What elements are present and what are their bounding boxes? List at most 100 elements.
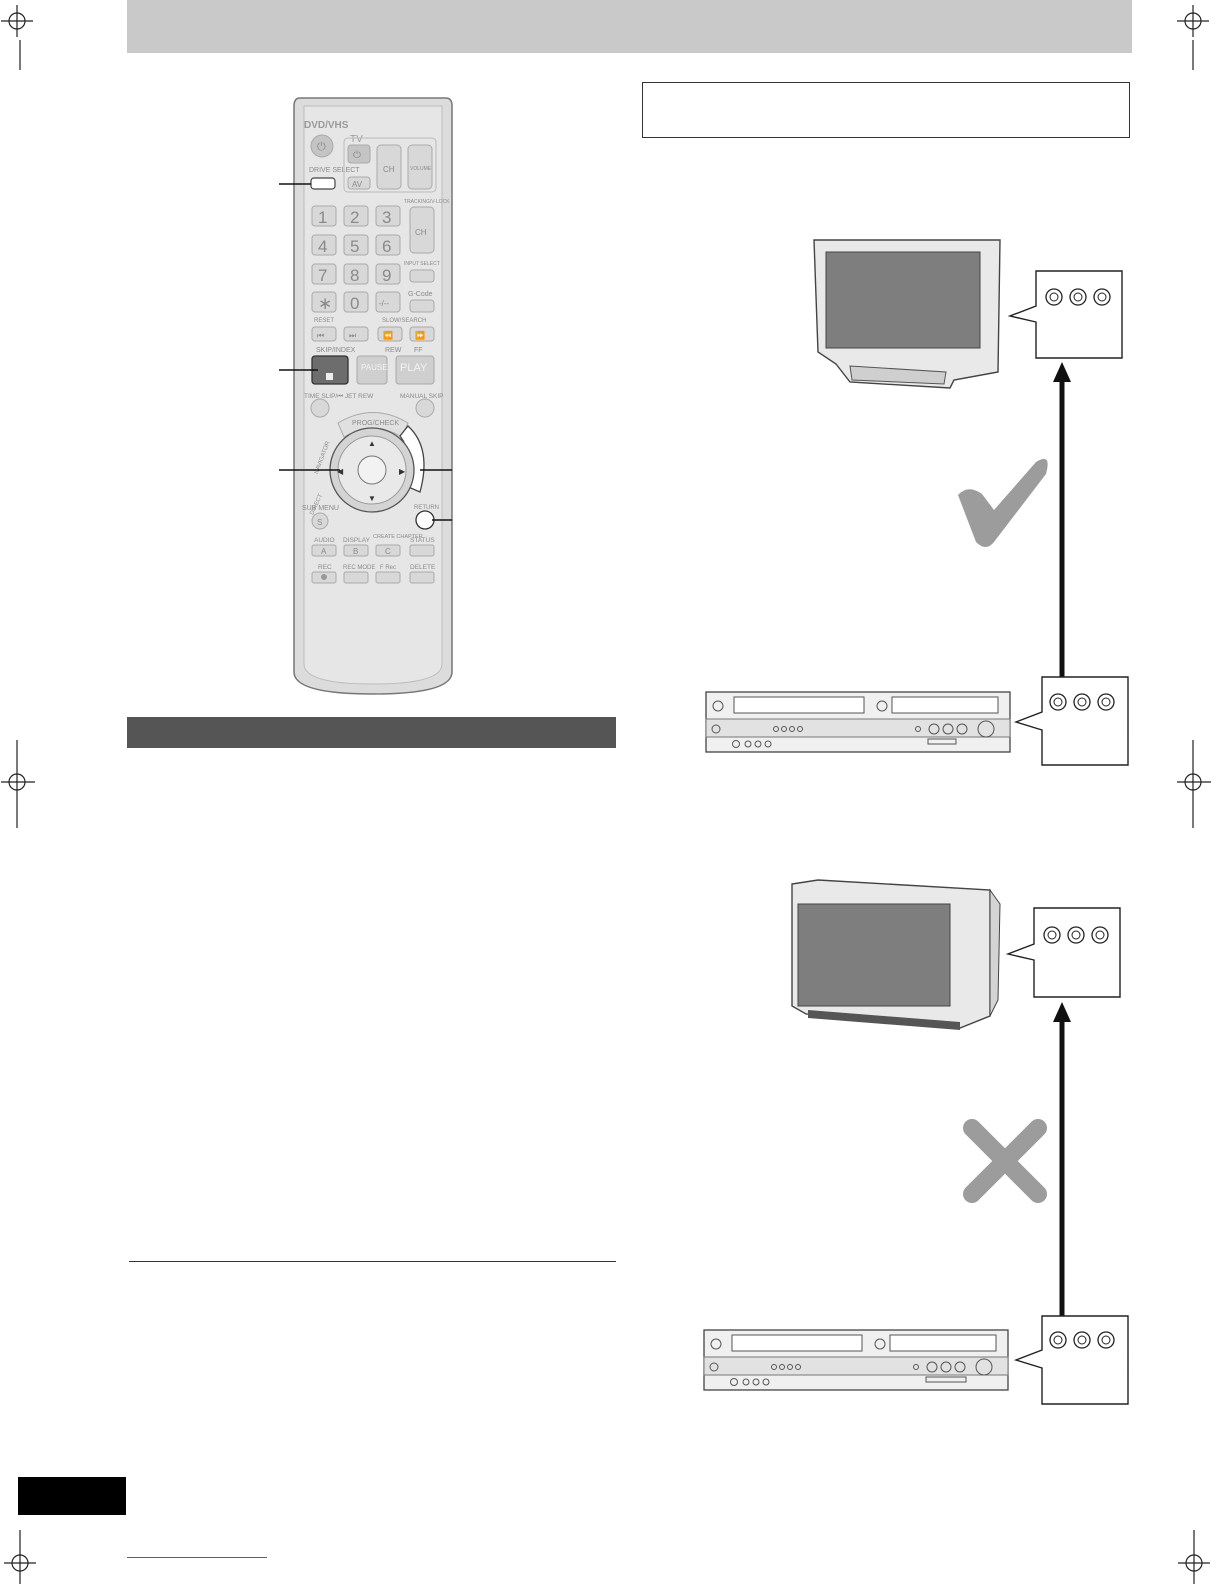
note-divider [129, 1261, 616, 1262]
info-box [642, 82, 1130, 138]
power-icon: ⏻ [317, 141, 326, 153]
registration-mark-bottom-left [4, 1530, 36, 1584]
dash-button[interactable] [375, 291, 401, 313]
digit-8-button[interactable] [343, 263, 369, 285]
connection-arrow-top [1053, 362, 1071, 677]
enter-button[interactable] [357, 455, 387, 485]
registration-mark-bottom-right [1178, 1530, 1210, 1584]
slow-search-label: SLOW/SEARCH [382, 318, 426, 324]
rewind-button[interactable] [377, 326, 403, 342]
skip-back-icon: ⏮ [317, 331, 324, 340]
rec-dot-icon [321, 574, 327, 580]
pause-button[interactable] [356, 355, 388, 385]
dash-label: -/-- [379, 299, 390, 308]
asterisk-button[interactable] [311, 291, 337, 313]
digit-3-button[interactable] [375, 205, 401, 227]
digit-4-label: 4 [318, 237, 327, 256]
power-button[interactable] [310, 134, 334, 158]
volume-label: VOLUME [410, 166, 432, 172]
gcode-button[interactable] [409, 299, 435, 313]
left-arrow-icon: ◀ [337, 467, 344, 476]
digit-0-label: 0 [350, 294, 359, 313]
digit-2-label: 2 [350, 208, 359, 227]
registration-mark-mid-left [1, 740, 35, 828]
display-button[interactable] [343, 544, 369, 557]
stop-icon [326, 373, 333, 380]
digit-0-button[interactable] [343, 291, 369, 313]
input-select-button[interactable] [409, 269, 435, 283]
flat-panel-tv [813, 239, 1001, 389]
f-rec-button[interactable] [375, 571, 401, 584]
check-mark-icon [958, 458, 1048, 547]
tv-power-button[interactable] [347, 144, 371, 164]
create-chapter-button[interactable] [375, 544, 401, 557]
dvd-vhs-recorder-bottom [703, 1329, 1009, 1391]
recorder-output-callout-top [1013, 676, 1129, 766]
digit-7-button[interactable] [311, 263, 337, 285]
drive-select-button[interactable] [310, 177, 336, 190]
asterisk-label: ∗ [318, 294, 332, 313]
digit-1-button[interactable] [311, 205, 337, 227]
digit-2-button[interactable] [343, 205, 369, 227]
rec-mode-button[interactable] [343, 571, 369, 584]
manual-skip-button[interactable] [415, 398, 435, 418]
right-arrow-icon: ▶ [399, 467, 406, 476]
tv-input-callout-bottom [1005, 907, 1121, 998]
channel-rocker[interactable] [409, 206, 435, 254]
recorder-output-callout-bottom [1013, 1315, 1129, 1405]
digit-5-button[interactable] [343, 234, 369, 256]
delete-button[interactable] [409, 571, 435, 584]
rec-mode-label: REC MODE [343, 565, 375, 571]
sub-menu-button[interactable] [311, 512, 329, 530]
audio-label: AUDIO [314, 537, 335, 544]
f-rec-label: F Rec [380, 565, 396, 571]
dvd-vhs-recorder-top [705, 691, 1011, 753]
digit-9-button[interactable] [375, 263, 401, 285]
tv-channel-rocker[interactable] [376, 144, 402, 190]
av-label: AV [352, 180, 363, 189]
skip-forward-button[interactable] [343, 326, 369, 342]
tv-ch-label: CH [383, 165, 395, 174]
up-arrow-icon: ▲ [368, 439, 376, 448]
manual-skip-label: MANUAL SKIP [400, 393, 443, 400]
cross-mark-icon [963, 1119, 1047, 1203]
digit-8-label: 8 [350, 266, 359, 285]
rewind-icon: ⏪ [383, 330, 393, 340]
time-slip-label: TIME SLIP/⏮ JET REW [304, 393, 374, 400]
tracking-label: TRACKING/V-LOCK [404, 199, 450, 205]
page-header-band [127, 0, 1132, 53]
ff-label: FF [414, 347, 423, 354]
volume-rocker[interactable] [407, 144, 433, 190]
delete-label: DELETE [410, 564, 436, 571]
tv-power-icon: ⏻ [353, 150, 361, 161]
down-arrow-icon: ▼ [368, 494, 376, 503]
fast-forward-button[interactable] [409, 326, 435, 342]
create-chapter-key-label: C [385, 547, 391, 556]
registration-mark-top-left [1, 5, 33, 70]
remote-control: DVD/VHS ⏻ DRIVE SELECT TV ⏻ AV CH VOLUME… [279, 97, 453, 695]
status-button[interactable] [409, 544, 435, 557]
digit-4-button[interactable] [311, 234, 337, 256]
play-button[interactable] [395, 355, 435, 385]
play-label: PLAY [400, 362, 428, 374]
digit-7-label: 7 [318, 266, 327, 285]
digit-5-label: 5 [350, 237, 359, 256]
gcode-label: G-Code [408, 291, 433, 298]
return-button[interactable] [415, 510, 435, 530]
crt-tv [791, 879, 1001, 1030]
create-chapter-label: CREATE CHAPTER [373, 534, 423, 540]
time-slip-button[interactable] [310, 398, 330, 418]
digit-6-button[interactable] [375, 234, 401, 256]
sub-menu-key-label: S [317, 518, 322, 527]
registration-mark-mid-right [1177, 740, 1211, 828]
av-button[interactable] [347, 176, 371, 190]
remote-brand-label: DVD/VHS [304, 120, 349, 131]
skip-back-button[interactable] [311, 326, 337, 342]
skip-index-label: SKIP/INDEX [316, 347, 356, 354]
audio-button[interactable] [311, 544, 337, 557]
tv-label: TV [350, 134, 363, 145]
digit-9-label: 9 [382, 266, 391, 285]
footer-link-line [127, 1557, 267, 1558]
input-select-label: INPUT SELECT [404, 261, 440, 267]
audio-key-label: A [321, 547, 327, 556]
